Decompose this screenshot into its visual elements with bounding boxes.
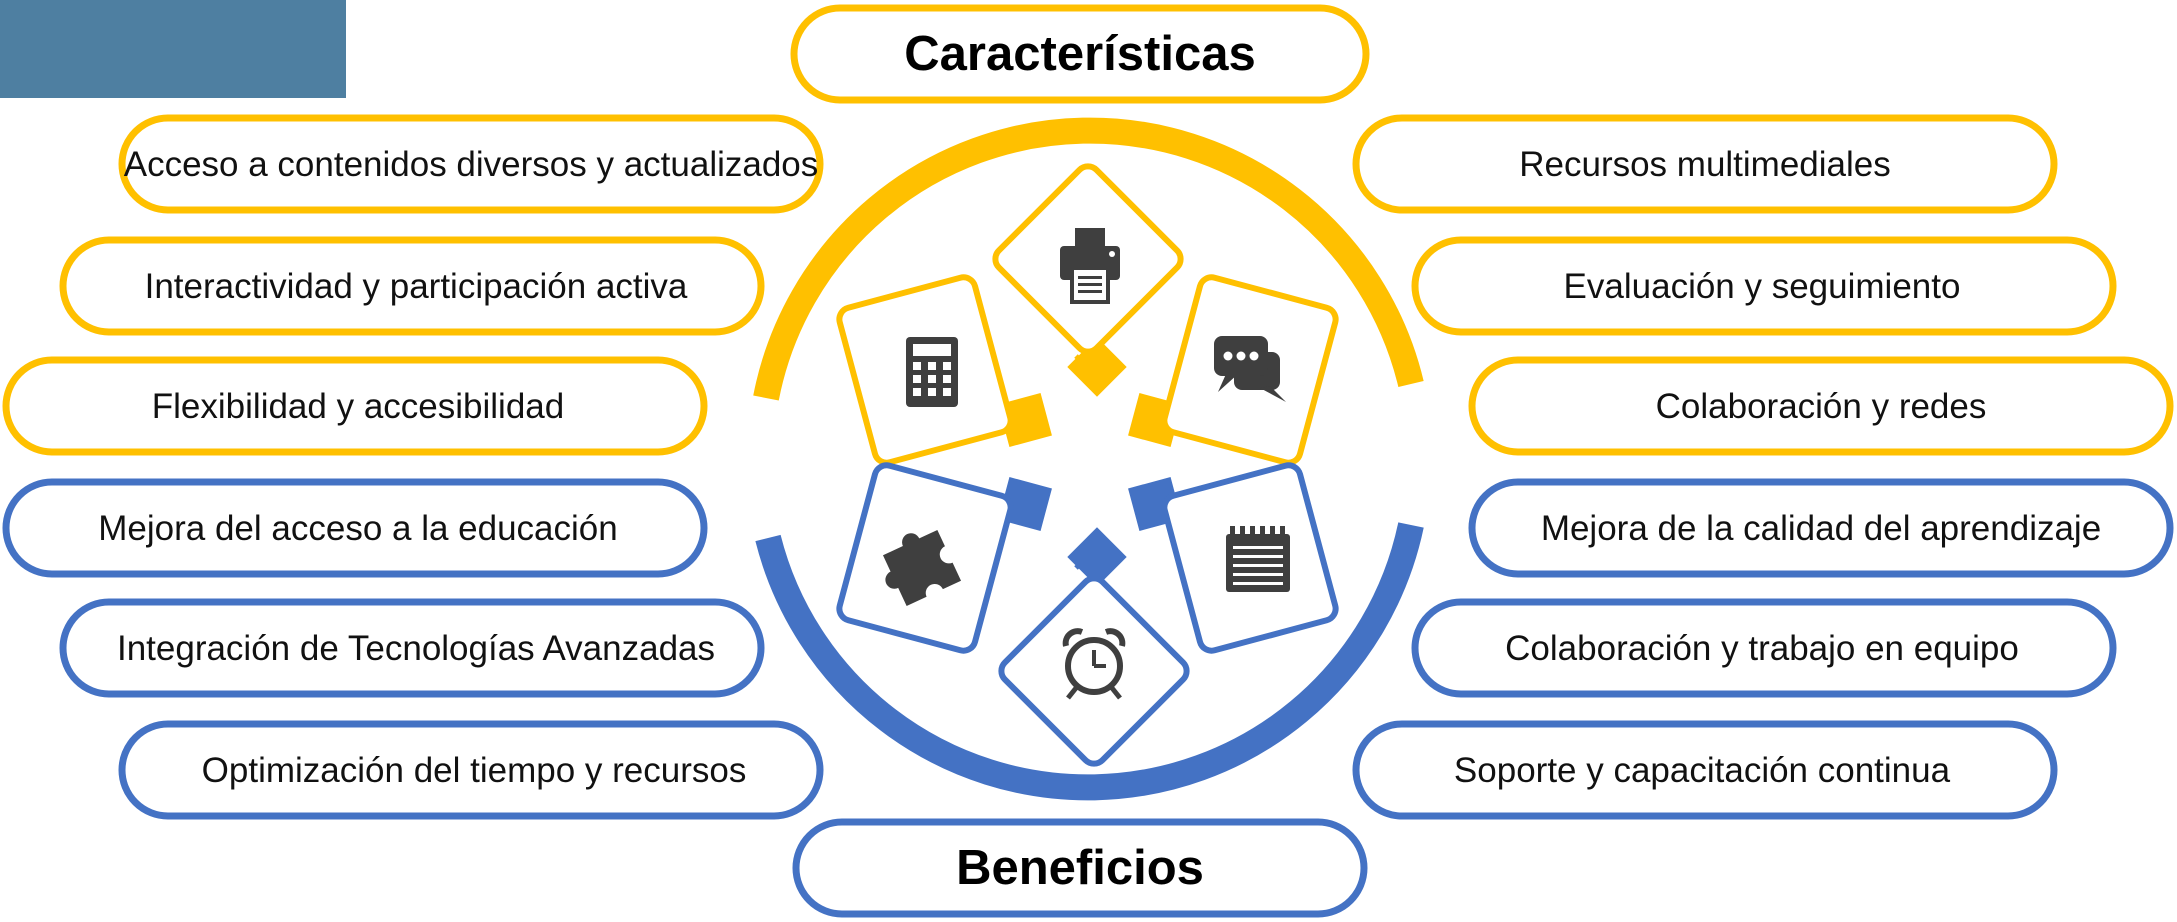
benefits-arc xyxy=(755,522,1424,801)
alarm-clock-icon xyxy=(1062,628,1126,700)
calculator-icon xyxy=(906,337,958,407)
characteristics-arc xyxy=(753,117,1424,401)
benefit-pill: Soporte y capacitación continua xyxy=(1352,720,2058,820)
pill-label: Acceso a contenidos diversos y actualiza… xyxy=(124,145,819,184)
chat-bubbles-icon xyxy=(1214,336,1286,402)
characteristic-pill: Recursos multimediales xyxy=(1352,114,2058,214)
chat-tile xyxy=(1128,274,1339,466)
pill-label: Mejora del acceso a la educación xyxy=(98,509,617,548)
characteristic-pill: Interactividad y participación activa xyxy=(59,236,765,336)
benefit-pill: Mejora de la calidad del aprendizaje xyxy=(1468,478,2174,578)
characteristic-pill: Colaboración y redes xyxy=(1468,356,2174,456)
pill-label: Evaluación y seguimiento xyxy=(1564,267,1961,306)
puzzle-tile xyxy=(836,462,1052,654)
benefits-title: Beneficios xyxy=(956,841,1204,895)
characteristics-title: Características xyxy=(904,27,1255,81)
benefit-pill: Mejora del acceso a la educación xyxy=(2,478,708,578)
characteristic-pill: Acceso a contenidos diversos y actualiza… xyxy=(118,114,824,214)
pill-label: Recursos multimediales xyxy=(1519,145,1891,184)
printer-icon xyxy=(1060,228,1120,304)
characteristic-pill: Evaluación y seguimiento xyxy=(1411,236,2117,336)
benefit-pill: Integración de Tecnologías Avanzadas xyxy=(59,598,765,698)
pill-label: Integración de Tecnologías Avanzadas xyxy=(117,629,715,668)
pill-label: Flexibilidad y accesibilidad xyxy=(152,387,564,426)
puzzle-piece-icon xyxy=(882,529,962,607)
benefit-pill: Colaboración y trabajo en equipo xyxy=(1411,598,2117,698)
clock-tile xyxy=(998,527,1190,767)
benefit-pill: Optimización del tiempo y recursos xyxy=(118,720,824,820)
corner-block xyxy=(0,0,346,98)
pill-label: Colaboración y redes xyxy=(1656,387,1987,426)
notepad-tile xyxy=(1128,462,1339,654)
characteristics-title-pill: Características xyxy=(790,4,1370,104)
calculator-tile xyxy=(836,274,1052,466)
notepad-icon xyxy=(1226,526,1290,592)
pill-label: Mejora de la calidad del aprendizaje xyxy=(1541,509,2101,548)
pill-label: Interactividad y participación activa xyxy=(145,267,688,306)
pill-label: Colaboración y trabajo en equipo xyxy=(1505,629,2019,668)
printer-tile xyxy=(992,163,1184,397)
pill-label: Soporte y capacitación continua xyxy=(1454,751,1951,790)
characteristic-pill: Flexibilidad y accesibilidad xyxy=(2,356,708,456)
pill-label: Optimización del tiempo y recursos xyxy=(202,751,747,790)
benefits-title-pill: Beneficios xyxy=(792,818,1368,918)
